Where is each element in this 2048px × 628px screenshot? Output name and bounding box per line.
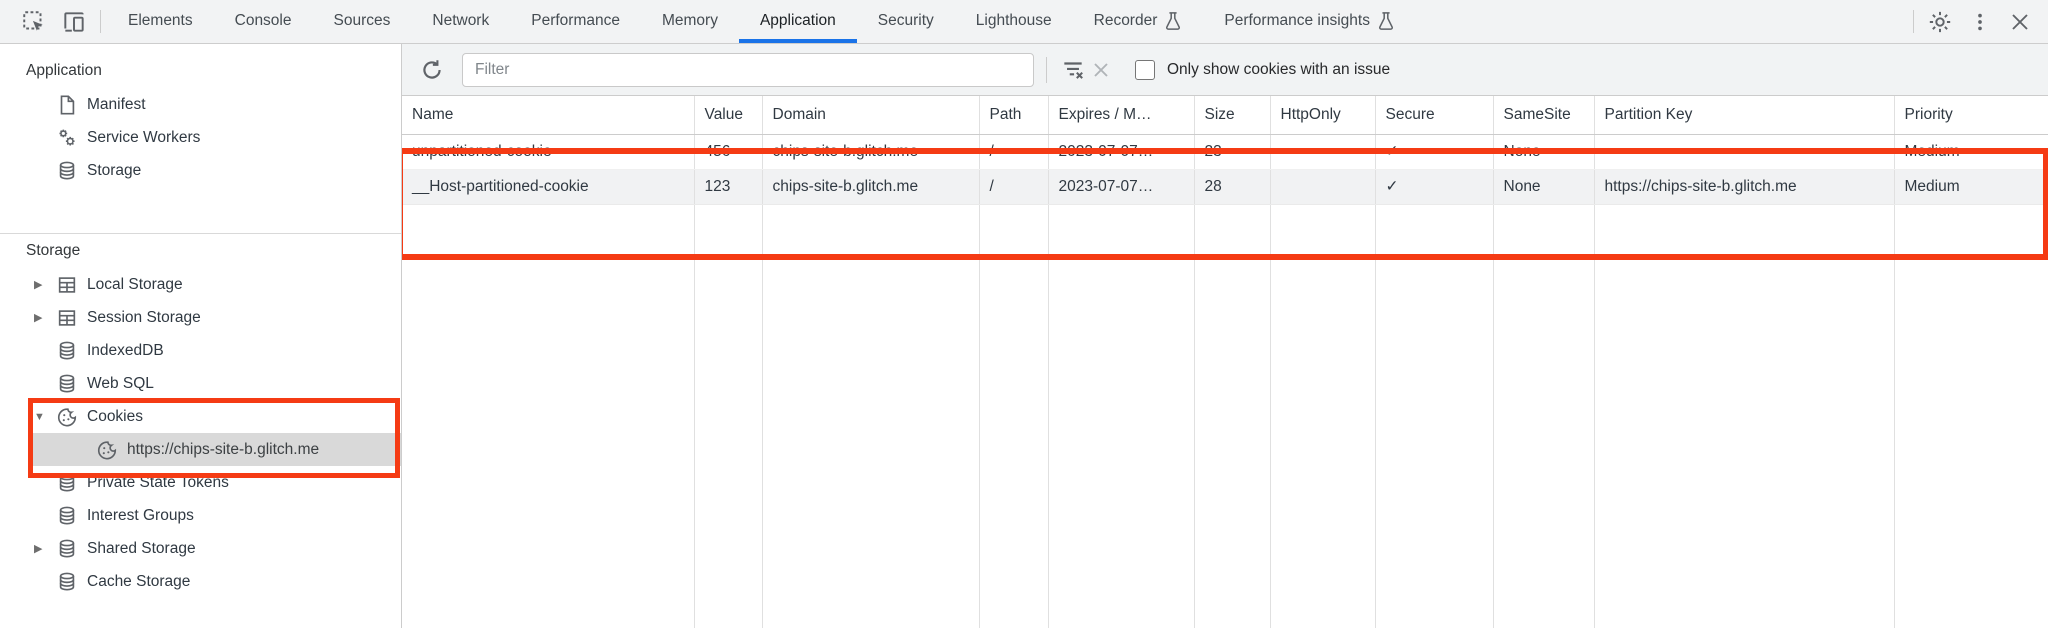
sidebar-section-divider (0, 233, 401, 234)
delete-all-cookies-button[interactable] (1087, 56, 1115, 84)
tab-elements[interactable]: Elements (128, 12, 193, 29)
column-header-httponly[interactable]: HttpOnly (1270, 96, 1376, 135)
tabbar-divider (1913, 10, 1914, 33)
more-options-button[interactable] (1960, 0, 2000, 43)
chevron-right-icon[interactable]: ▶ (34, 312, 43, 324)
experiment-flask-icon (1377, 11, 1395, 31)
inspect-element-button[interactable] (14, 0, 54, 43)
chevron-right-icon[interactable]: ▶ (34, 543, 43, 555)
tab-recorder[interactable]: Recorder (1073, 0, 1204, 43)
column-header-secure[interactable]: Secure (1375, 96, 1494, 135)
secure-checkmark: ✓ (1375, 169, 1494, 205)
clear-icon (1089, 58, 1113, 82)
sidebar-item-storage[interactable]: Storage (0, 154, 401, 187)
sidebar-section-application: Application (26, 62, 102, 79)
sidebar-item-cookies[interactable]: ▼ Cookies (0, 400, 401, 433)
tab-application[interactable]: Application (738, 0, 857, 43)
device-toolbar-icon (61, 9, 87, 35)
cookie-icon (96, 439, 118, 461)
experiment-flask-icon (1164, 11, 1182, 31)
table-icon (56, 307, 78, 329)
column-header-size[interactable]: Size (1194, 96, 1271, 135)
database-icon (56, 472, 78, 494)
panel-tabs: Elements Console Sources Network Perform… (107, 0, 1416, 43)
tab-security[interactable]: Security (877, 12, 934, 29)
column-header-expires[interactable]: Expires / M… (1048, 96, 1195, 135)
sidebar-item-cache-storage[interactable]: Cache Storage (0, 565, 401, 598)
tab-lighthouse[interactable]: Lighthouse (975, 12, 1052, 29)
toolbar-divider (1046, 56, 1047, 83)
cookies-toolbar: Only show cookies with an issue (402, 44, 2048, 96)
column-header-name[interactable]: Name (402, 96, 695, 135)
column-header-domain[interactable]: Domain (762, 96, 980, 135)
refresh-icon (419, 57, 445, 83)
inspect-cursor-icon (21, 9, 47, 35)
database-icon (56, 160, 78, 182)
tabbar-divider (100, 10, 101, 33)
tabbar-right-controls (1907, 0, 2048, 43)
database-icon (56, 505, 78, 527)
column-header-partition-key[interactable]: Partition Key (1594, 96, 1895, 135)
chevron-down-icon[interactable]: ▼ (34, 410, 45, 423)
document-icon (56, 94, 78, 116)
sidebar-item-interest-groups[interactable]: Interest Groups (0, 499, 401, 532)
cookies-panel: Only show cookies with an issue Name Val… (402, 44, 2048, 628)
close-devtools-button[interactable] (2000, 0, 2040, 43)
sidebar-item-session-storage[interactable]: ▶ Session Storage (0, 301, 401, 334)
sidebar-item-service-workers[interactable]: Service Workers (0, 121, 401, 154)
cookies-table-area: Name Value Domain Path Expires / M… Size… (402, 96, 2048, 628)
database-icon (56, 340, 78, 362)
refresh-button[interactable] (418, 56, 446, 84)
tab-console[interactable]: Console (234, 12, 292, 29)
kebab-menu-icon (1969, 11, 1991, 33)
clear-filter-icon (1060, 57, 1086, 83)
cookies-table: Name Value Domain Path Expires / M… Size… (402, 96, 2048, 628)
column-header-path[interactable]: Path (979, 96, 1049, 135)
secure-checkmark: ✓ (1375, 134, 1494, 170)
table-row[interactable]: __Host-partitioned-cookie 123 chips-site… (402, 169, 2048, 205)
sidebar-item-local-storage[interactable]: ▶ Local Storage (0, 268, 401, 301)
database-icon (56, 373, 78, 395)
table-empty-area (402, 204, 2048, 628)
settings-button[interactable] (1920, 0, 1960, 43)
device-toolbar-button[interactable] (54, 0, 94, 43)
sidebar-item-web-sql[interactable]: Web SQL (0, 367, 401, 400)
application-sidebar: Application Manifest (0, 44, 402, 628)
tab-performance[interactable]: Performance (531, 12, 620, 29)
database-icon (56, 538, 78, 560)
tab-sources[interactable]: Sources (333, 12, 391, 29)
chevron-right-icon[interactable]: ▶ (34, 279, 43, 291)
clear-filter-button[interactable] (1059, 56, 1087, 84)
sidebar-item-cookies-chips-site-b[interactable]: https://chips-site-b.glitch.me (0, 433, 401, 466)
devtools-tabbar: Elements Console Sources Network Perform… (0, 0, 2048, 44)
database-icon (56, 571, 78, 593)
cookie-icon (56, 406, 78, 428)
gear-icon (1927, 9, 1953, 35)
table-header-row: Name Value Domain Path Expires / M… Size… (402, 96, 2048, 135)
sidebar-item-indexeddb[interactable]: IndexedDB (0, 334, 401, 367)
column-header-samesite[interactable]: SameSite (1493, 96, 1595, 135)
gears-icon (56, 127, 78, 149)
filter-input[interactable] (462, 52, 1034, 87)
sidebar-item-private-state-tokens[interactable]: Private State Tokens (0, 466, 401, 499)
tab-memory[interactable]: Memory (661, 12, 718, 29)
sidebar-item-manifest[interactable]: Manifest (0, 88, 401, 121)
close-icon (2008, 10, 2032, 34)
tab-performance-insights[interactable]: Performance insights (1203, 0, 1416, 43)
table-row[interactable]: unpartitioned-cookie 456 chips-site-b.gl… (402, 134, 2048, 170)
only-show-issue-checkbox[interactable] (1135, 59, 1155, 80)
sidebar-item-shared-storage[interactable]: ▶ Shared Storage (0, 532, 401, 565)
column-header-value[interactable]: Value (694, 96, 763, 135)
sidebar-section-storage: Storage (26, 242, 81, 259)
column-header-priority[interactable]: Priority (1894, 96, 2048, 135)
table-icon (56, 274, 78, 296)
tab-network[interactable]: Network (432, 12, 490, 29)
only-show-issue-label: Only show cookies with an issue (1167, 60, 1391, 78)
